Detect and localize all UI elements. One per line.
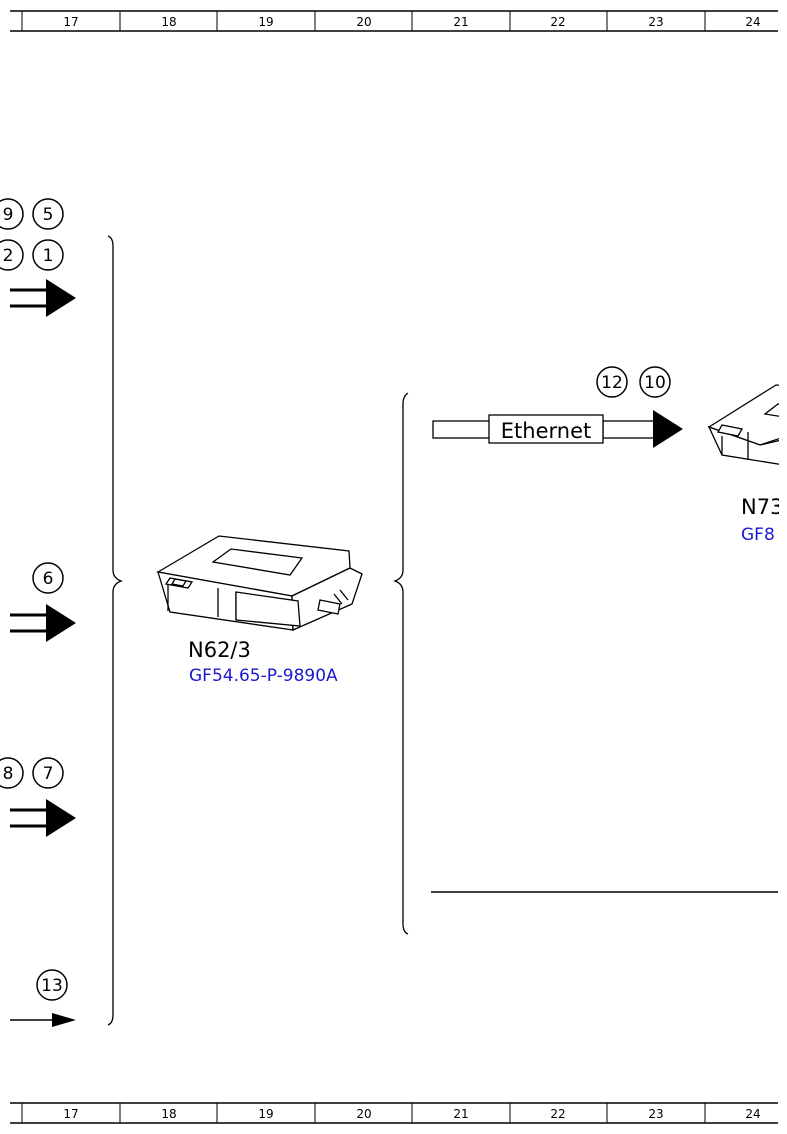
ethernet-label: Ethernet: [501, 419, 591, 443]
ethernet-connector: [432, 410, 683, 448]
component-ref-link-n62[interactable]: GF54.65-P-9890A: [189, 666, 338, 686]
marker-circle-9[interactable]: 9: [0, 198, 24, 230]
ruler-bottom-cell: 21: [453, 1107, 468, 1121]
component-name-n62: N62/3: [188, 638, 251, 662]
marker-circle-13[interactable]: 13: [36, 969, 68, 1001]
right-brace: [393, 392, 409, 935]
marker-label: 2: [3, 246, 14, 266]
marker-label: 7: [43, 764, 54, 784]
marker-label: 8: [3, 764, 14, 784]
ruler-top-cell: 20: [356, 15, 371, 29]
marker-label: 5: [43, 205, 54, 225]
ruler-bottom-cell: 23: [648, 1107, 663, 1121]
ruler-top-cell: 17: [63, 15, 78, 29]
marker-label: 10: [644, 373, 666, 393]
marker-circle-7[interactable]: 7: [32, 757, 64, 789]
bus-arrow-2: [10, 604, 76, 642]
marker-label: 6: [43, 569, 54, 589]
ruler-top-cell: 21: [453, 15, 468, 29]
marker-circle-6[interactable]: 6: [32, 562, 64, 594]
ruler-bottom-cell: 19: [258, 1107, 273, 1121]
single-arrow: [10, 1013, 76, 1027]
ruler-top-cell: 23: [648, 15, 663, 29]
component-name-n73: N73: [741, 495, 783, 519]
marker-label: 9: [3, 205, 14, 225]
marker-label: 13: [41, 976, 63, 996]
marker-circle-5[interactable]: 5: [32, 198, 64, 230]
ruler-bottom-cell: 20: [356, 1107, 371, 1121]
ruler-top-cell: 18: [161, 15, 176, 29]
top-ruler: 17 18 19 20 21 22 23 24: [10, 10, 778, 32]
ruler-top-cell: 22: [550, 15, 565, 29]
bus-arrow-1: [10, 279, 76, 317]
control-unit-icon[interactable]: [156, 535, 363, 631]
marker-circle-1[interactable]: 1: [32, 239, 64, 271]
ruler-bottom-cell: 24: [745, 1107, 760, 1121]
marker-label: 1: [43, 246, 54, 266]
marker-circle-2[interactable]: 2: [0, 239, 24, 271]
left-brace: [107, 235, 123, 1026]
marker-circle-10[interactable]: 10: [639, 366, 671, 398]
ruler-top-cell: 24: [745, 15, 760, 29]
ruler-top-cell: 19: [258, 15, 273, 29]
marker-circle-12[interactable]: 12: [596, 366, 628, 398]
ruler-bottom-cell: 22: [550, 1107, 565, 1121]
bus-arrow-3: [10, 799, 76, 837]
bottom-ruler: 17 18 19 20 21 22 23 24: [10, 1102, 778, 1124]
component-ref-link-n73[interactable]: GF8: [741, 525, 775, 545]
marker-circle-8[interactable]: 8: [0, 757, 24, 789]
marker-label: 12: [601, 373, 623, 393]
ruler-bottom-cell: 17: [63, 1107, 78, 1121]
control-unit-icon-n73[interactable]: [707, 384, 787, 467]
ruler-bottom-cell: 18: [161, 1107, 176, 1121]
